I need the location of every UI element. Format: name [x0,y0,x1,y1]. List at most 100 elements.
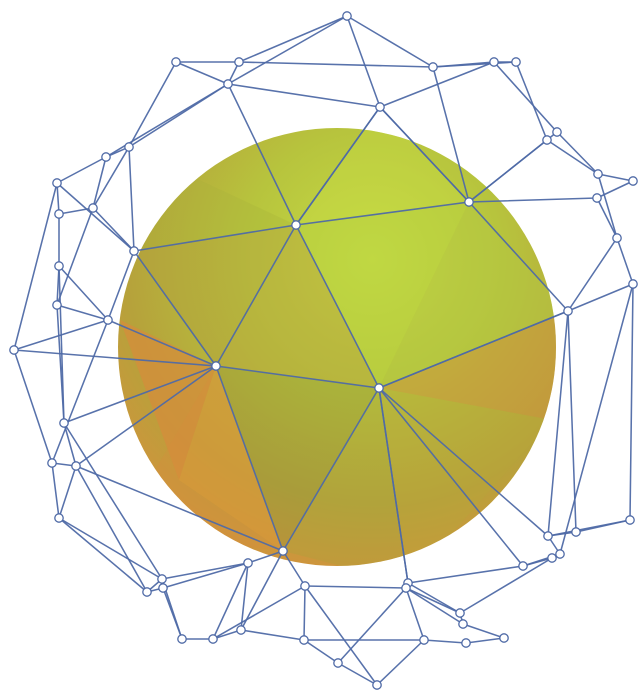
graph-node [343,12,351,20]
graph-edge [228,16,347,84]
graph-node [594,170,602,178]
graph-edge [406,588,463,624]
graph-node [172,58,180,66]
graph-node [626,516,634,524]
graph-edge [304,640,338,663]
graph-edge [59,518,147,592]
graph-edge [129,147,134,251]
graph-node [244,559,252,567]
graph-node [158,575,166,583]
graph-node [512,58,520,66]
graph-node [465,198,473,206]
graph-edge [57,157,106,183]
graph-edge [338,663,377,685]
graph-edge [76,466,147,592]
graph-edge [14,183,57,350]
graph-node [375,384,383,392]
graph-node [543,136,551,144]
graph-node [212,362,220,370]
graph-node [301,582,309,590]
graph-edge [59,266,108,320]
graph-node [104,316,112,324]
graph-node [490,58,498,66]
graph-node [544,532,552,540]
graph-node [292,221,300,229]
graph-node [553,128,561,136]
graph-node [89,204,97,212]
graph-edge [162,563,248,579]
graph-edge [304,586,305,640]
graph-edge [460,558,552,613]
graph-edge [347,16,380,107]
sphere-facet [379,388,552,583]
graph-node [613,234,621,242]
graph-node [53,179,61,187]
graph-edge [547,140,598,174]
graph-node [556,550,564,558]
graph-node [55,210,63,218]
graph-node [55,514,63,522]
graph-node [279,547,287,555]
graph-edge [52,463,59,518]
graph-edge [408,583,460,613]
graph-node [334,659,342,667]
graph-edge [305,586,406,588]
graph-node [130,247,138,255]
graph-edge [560,284,633,554]
graph-node [519,562,527,570]
graph-edge [59,466,76,518]
graph-edge [163,563,248,588]
graph-edge [57,208,93,305]
graph-node [159,584,167,592]
graph-edge [516,62,547,140]
graph-edge [433,62,516,67]
graph-edge [338,588,406,663]
graph-edge [52,320,108,463]
graph-edge [630,284,633,520]
graph-node [224,80,232,88]
graph-edge [377,640,424,685]
graph-node [10,346,18,354]
graph-edge [93,147,129,208]
graph-node [376,103,384,111]
graph-edge [424,640,466,643]
graph-edge [347,16,433,67]
graph-edge [241,630,304,640]
graph-node [629,177,637,185]
graph-edge [14,350,52,463]
graph-node [564,307,572,315]
graph-edge [213,586,305,639]
graph-node [143,588,151,596]
graph-edge [239,62,433,67]
graph-node [53,301,61,309]
graph-edge [305,586,377,685]
graph-edge [93,157,106,208]
graph-node [373,681,381,689]
graph-edge [598,174,633,181]
graph-edge [463,624,504,638]
graph-node [60,419,68,427]
graph-edge [557,132,598,174]
graph-node [178,635,186,643]
graph-node [462,639,470,647]
graph-edge [466,638,504,643]
graph-node [55,262,63,270]
graph-node [629,280,637,288]
graph-edge [617,238,633,284]
graph-node [500,634,508,642]
graph-node [459,620,467,628]
graph-edge [129,62,176,147]
graph-node [72,462,80,470]
graph-edge [408,566,523,583]
graph-edge [57,183,134,251]
graph-node [102,153,110,161]
graph-node [48,459,56,467]
graph-edge [176,62,228,84]
graph-edge [494,62,557,132]
graph-node [593,194,601,202]
graph-node [125,143,133,151]
graph-node [402,584,410,592]
graph-node [209,635,217,643]
